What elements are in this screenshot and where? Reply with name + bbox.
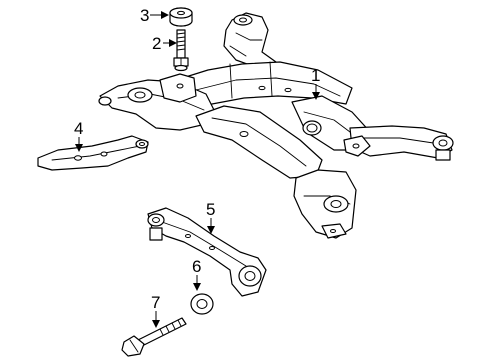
callout-7: 7: [151, 293, 160, 312]
callout-3: 3: [140, 6, 149, 25]
callout-1: 1: [311, 66, 320, 85]
part-3-insulator: [169, 7, 193, 27]
callout-5: 5: [206, 200, 215, 219]
part-5-control-arm: [147, 207, 267, 297]
part-7-bolt: [121, 317, 187, 357]
callout-6: 6: [192, 257, 201, 276]
part-1-subframe: [98, 12, 454, 239]
callout-labels: 3 2 1 4 5 6 7: [74, 6, 320, 312]
callout-2: 2: [152, 34, 161, 53]
part-4-bracket: [37, 135, 149, 171]
part-2-bolt: [173, 29, 189, 72]
callout-4: 4: [74, 119, 83, 138]
callout-leaders: [75, 11, 320, 328]
part-6-washer: [190, 293, 214, 315]
